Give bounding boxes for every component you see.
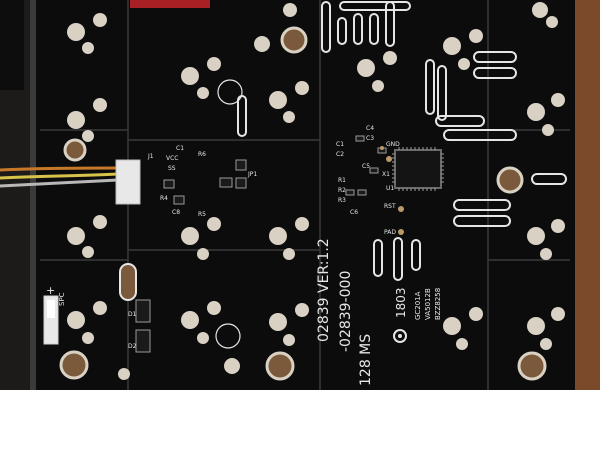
copper-dots: [380, 146, 404, 235]
label-ss: SS: [168, 165, 176, 172]
blank-margin: [0, 390, 600, 450]
controller-chip: [392, 147, 444, 191]
switch-pads: [67, 2, 565, 350]
pcb-edge-highlight: [30, 0, 36, 390]
label-c5: C5: [362, 163, 370, 170]
silk-chip-line-3: BZZ8258: [434, 288, 442, 320]
silk-chip-line-1: GC201A: [414, 291, 422, 320]
label-r6: R6: [198, 151, 206, 158]
spc-switch: [43, 295, 59, 345]
label-x1: X1: [382, 171, 390, 178]
silk-part: -02839-000: [338, 271, 354, 352]
keyboard-pcb-photo: 02839 VER:1.2 -02839-000 128 MS 1803 GC2…: [0, 0, 600, 390]
label-c4: C4: [366, 125, 374, 132]
label-rst: RST: [384, 203, 396, 210]
label-c2: C2: [336, 151, 344, 158]
mounting-holes: [59, 26, 547, 381]
label-j1: J1: [147, 153, 154, 160]
label-jp1: JP1: [247, 171, 257, 178]
smd-components: [135, 135, 387, 353]
label-d2: D2: [128, 343, 137, 350]
silk-chip-line-2: VA5012B: [424, 288, 432, 320]
label-pad: PAD: [384, 229, 396, 236]
silk-spc: SPC: [58, 292, 66, 306]
label-r1: R1: [338, 177, 346, 184]
label-c8: C8: [172, 209, 180, 216]
case-strip-top: [130, 0, 210, 8]
label-r5: R5: [198, 211, 206, 218]
silk-chip-logo: 1803: [394, 287, 408, 318]
label-r3: R3: [338, 197, 346, 204]
label-u1: U1: [386, 185, 394, 192]
label-gnd: GND: [386, 141, 400, 148]
label-r2: R2: [338, 187, 346, 194]
label-c1: C1: [336, 141, 344, 148]
label-c1-left: C1: [176, 145, 184, 152]
pcb-board: [30, 0, 575, 390]
stabilizer-slots: [119, 1, 567, 301]
chip-logo-icon: [393, 329, 407, 343]
label-d1: D1: [128, 311, 137, 318]
silk-model: 02839 VER:1.2: [316, 238, 332, 342]
label-c3: C3: [366, 135, 374, 142]
cable-connector: [0, 0, 141, 205]
label-vcc: VCC: [166, 155, 178, 162]
label-c6: C6: [350, 209, 358, 216]
label-r4: R4: [160, 195, 168, 202]
silk-plus: +: [46, 284, 55, 297]
silk-size: 128 MS: [358, 334, 374, 386]
